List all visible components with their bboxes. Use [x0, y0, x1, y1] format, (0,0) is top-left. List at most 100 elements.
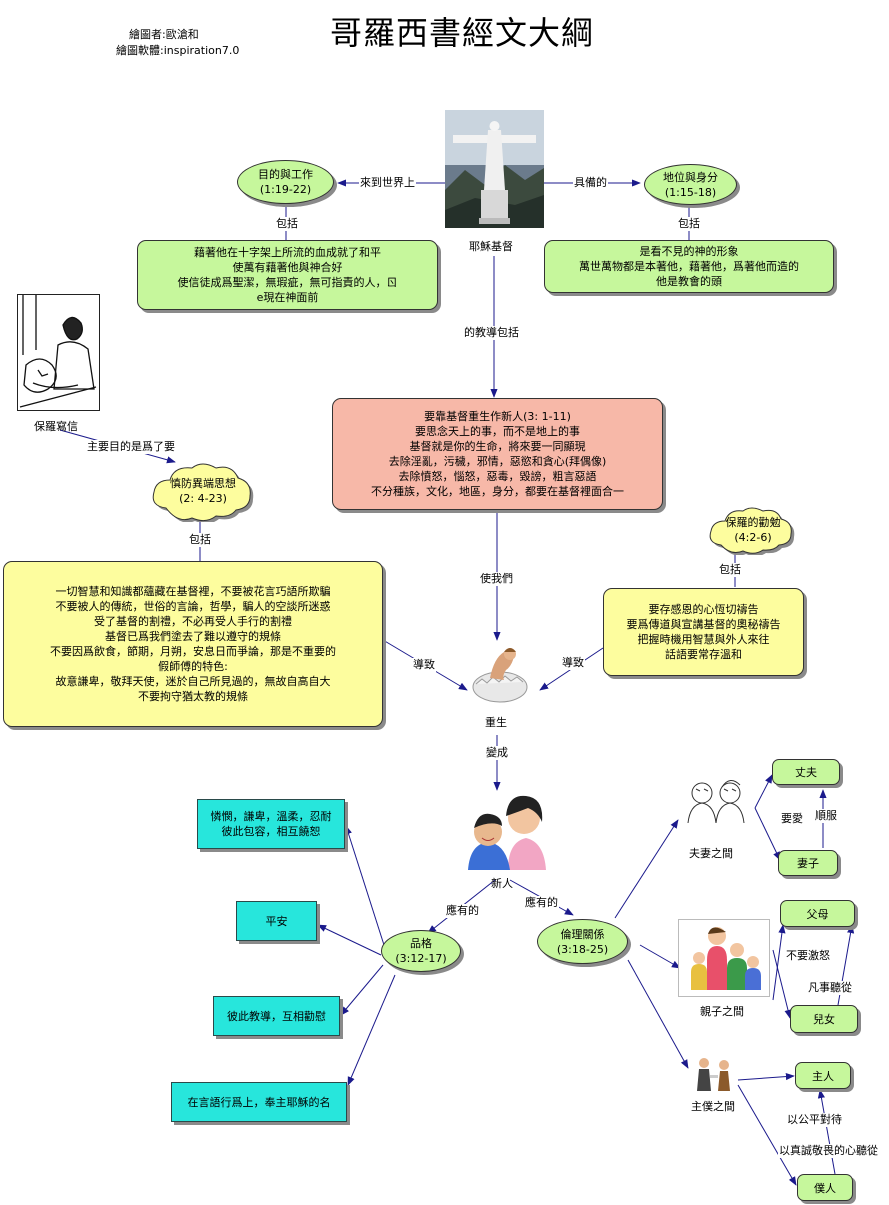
teaching-line: 不分種族，文化，地區，身分，都要在基督裡面合一 [371, 485, 624, 498]
exhort-detail-box[interactable]: 要存感恩的心恆切禱告 要爲傳道與宣講基督的奧秘禱告 把握時機用智慧與外人來往 話… [603, 588, 804, 676]
status-detail-line: 萬世萬物都是本著他，藉著他，爲著他而造的 [579, 260, 799, 273]
link-pc-children [772, 949, 792, 1019]
link-pc-parents [772, 924, 786, 1001]
char-item-peace[interactable]: 平安 [236, 901, 317, 941]
master-node[interactable]: 主人 [795, 1062, 851, 1089]
purpose-detail-line: e現在神面前 [256, 291, 319, 304]
servant-node[interactable]: 僕人 [797, 1174, 853, 1201]
paul-label: 保羅寫信 [34, 420, 78, 433]
label-sincere: 以真誠敬畏的心聽從 [778, 1144, 879, 1158]
link-ethics-couple [614, 819, 679, 919]
status-title: 地位與身分 [663, 170, 718, 184]
teaching-line: 去除憤怒，惱怒，惡毒，毀謗，粗言惡語 [398, 470, 597, 483]
ethics-ref: (3:18-25) [556, 942, 609, 956]
heresy-detail-box[interactable]: 一切智慧和知識都蘊藏在基督裡，不要被花言巧語所欺騙 不要被人的傳統，世俗的言論，… [3, 561, 383, 727]
new-people-image [466, 790, 546, 872]
heresy-node[interactable]: 慎防異端思想 (2: 4-23) [148, 460, 258, 522]
paul-writing-image [17, 294, 100, 411]
couple-label: 夫妻之間 [689, 847, 733, 860]
parents-node[interactable]: 父母 [780, 900, 855, 927]
exhort-title: 保羅的勸勉 [725, 516, 781, 529]
christ-statue-image [445, 110, 544, 228]
character-node[interactable]: 品格 (3:12-17) [381, 930, 461, 972]
purpose-title: 目的與工作 [258, 168, 313, 181]
exhort-detail-line: 把握時機用智慧與外人來往 [637, 633, 770, 646]
children-node[interactable]: 兒女 [790, 1005, 858, 1033]
purpose-detail-line: 藉著他在十字架上所流的血成就了和平 [194, 246, 381, 259]
link-ms-master [737, 1072, 795, 1081]
label-lead-2: 導致 [561, 656, 585, 670]
char-item-mercy[interactable]: 憐憫，謙卑，溫柔，忍耐 彼此包容，相互饒恕 [197, 799, 345, 849]
label-possess: 具備的 [573, 176, 608, 190]
purpose-detail-line: 使信徒成爲聖潔，無瑕疵，無可指責的人，ㄖ [177, 276, 398, 289]
label-should-1: 應有的 [445, 904, 480, 918]
purpose-detail-line: 使萬有藉著他與神合好 [232, 261, 343, 274]
teaching-line: 要靠基督重生作新人(3: 1-11) [424, 410, 571, 423]
teaching-line: 要思念天上的事，而不是地上的事 [415, 425, 580, 438]
char-item-line: 彼此教導，互相勸慰 [227, 1009, 326, 1023]
heresy-detail-line: 基督已爲我們塗去了難以遵守的規條 [105, 630, 281, 643]
family-image [678, 919, 770, 997]
parentchild-label: 親子之間 [700, 1005, 744, 1018]
link-char-item2 [317, 924, 382, 956]
link-char-item1 [345, 825, 385, 946]
heresy-detail-line: 不要拘守猶太教的規條 [138, 690, 248, 703]
label-teach-include: 的教導包括 [463, 326, 520, 340]
character-ref: (3:12-17) [395, 952, 447, 965]
exhort-detail-line: 話語要常存溫和 [665, 648, 742, 661]
character-title: 品格 [410, 937, 432, 950]
label-become: 變成 [485, 746, 509, 760]
purpose-detail-box[interactable]: 藉著他在十字架上所流的血成就了和平 使萬有藉著他與神合好 使信徒成爲聖潔，無瑕疵… [137, 240, 438, 310]
label-include-4: 包括 [718, 563, 742, 577]
link-ethics-parent [639, 944, 681, 969]
newman-label: 新人 [491, 877, 513, 890]
label-no-anger: 不要激怒 [785, 949, 831, 963]
label-obey-all: 凡事聽從 [807, 981, 853, 995]
char-item-line: 平安 [265, 914, 288, 928]
jesus-label: 耶穌基督 [469, 240, 513, 253]
heresy-detail-line: 不要被人的傳統，世俗的言論，哲學，騙人的空談所迷惑 [55, 600, 331, 613]
link-ms-servant [737, 1084, 797, 1186]
purpose-ref: (1:19-22) [259, 183, 312, 196]
exhort-node[interactable]: 保羅的勸勉 (4:2-6) [707, 505, 799, 555]
exhort-detail-line: 要存感恩的心恆切禱告 [648, 603, 759, 616]
char-item-line: 在言語行爲上，奉主耶穌的名 [187, 1095, 331, 1109]
link-char-item3 [340, 964, 384, 1016]
label-include-1: 包括 [275, 217, 299, 231]
status-detail-line: 他是教會的頭 [656, 275, 722, 288]
link-couple-husband [754, 774, 773, 809]
status-detail-box[interactable]: 是看不見的神的形象 萬世萬物都是本著他，藉著他，爲著他而造的 他是教會的頭 [544, 240, 834, 293]
heresy-ref: (2: 4-23) [179, 492, 227, 505]
ethics-title: 倫理關係 [560, 927, 605, 941]
label-love: 要愛 [780, 812, 804, 826]
wife-node[interactable]: 妻子 [778, 850, 838, 876]
software-credit: 繪圖軟體:inspiration7.0 [116, 44, 240, 57]
ethics-node[interactable]: 倫理關係 (3:18-25) [537, 919, 628, 964]
heresy-detail-line: 不要因爲飲食，節期，月朔，安息日而爭論，那是不重要的 [50, 645, 336, 658]
exhort-detail-line: 要爲傳道與宣講基督的奧秘禱告 [626, 618, 781, 631]
teaching-line: 基督就是你的生命，將來要一同顯現 [409, 440, 586, 453]
label-include-2: 包括 [677, 217, 701, 231]
status-detail-line: 是看不見的神的形象 [639, 245, 739, 258]
couple-image [682, 779, 752, 824]
teaching-box[interactable]: 要靠基督重生作新人(3: 1-11) 要思念天上的事，而不是地上的事 基督就是你… [332, 398, 663, 510]
label-fair: 以公平對待 [786, 1113, 843, 1127]
exhort-ref: (4:2-6) [734, 531, 772, 544]
label-main-purpose: 主要目的是爲了要 [86, 440, 176, 454]
purpose-node[interactable]: 目的與工作 (1:19-22) [237, 160, 334, 204]
page-title: 哥羅西書經文大綱 [330, 14, 595, 52]
status-ref: (1:15-18) [664, 185, 717, 199]
heresy-detail-line: 故意謙卑，敬拜天使，迷於自己所見過的，無故自高自大 [55, 675, 331, 688]
char-item-line: 彼此包容，相互饒恕 [221, 825, 321, 838]
label-make-us: 使我們 [479, 572, 514, 586]
heresy-detail-line: 假師傅的特色: [158, 660, 228, 673]
char-item-name[interactable]: 在言語行爲上，奉主耶穌的名 [171, 1082, 347, 1122]
husband-node[interactable]: 丈夫 [772, 759, 840, 785]
heresy-detail-line: 一切智慧和知識都蘊藏在基督裡，不要被花言巧語所欺騙 [55, 585, 331, 598]
char-item-line: 憐憫，謙卑，溫柔，忍耐 [210, 810, 332, 823]
link-ethics-master [627, 959, 689, 1069]
status-node[interactable]: 地位與身分 (1:15-18) [644, 164, 737, 205]
label-lead-1: 導致 [412, 658, 436, 672]
author-credit: 繪圖者:歐滄和 [129, 28, 199, 41]
char-item-teach[interactable]: 彼此教導，互相勸慰 [213, 996, 340, 1036]
